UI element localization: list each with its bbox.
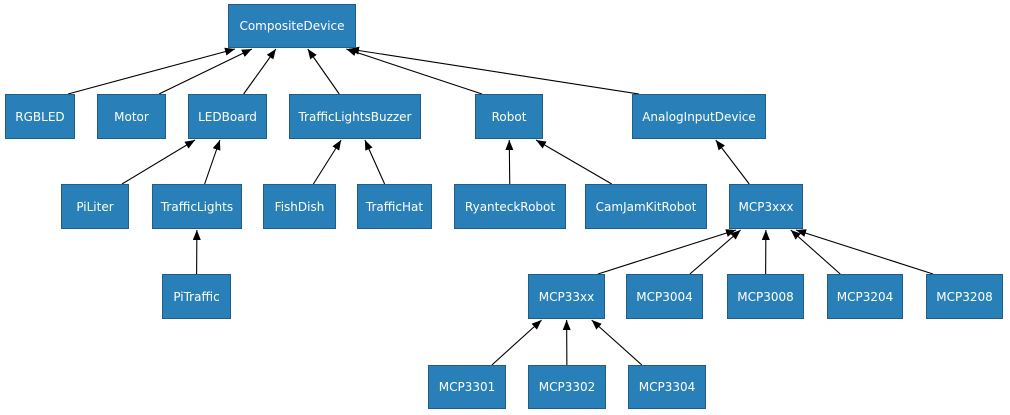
class-node-MCP3204[interactable]: MCP3204 bbox=[827, 274, 903, 319]
inheritance-edge-TrafficHat-to-TrafficLightsBuzzer bbox=[364, 139, 386, 185]
class-node-PiLiter[interactable]: PiLiter bbox=[61, 184, 129, 229]
class-node-label: CamJamKitRobot bbox=[595, 199, 697, 214]
inheritance-edge-MCP3004-to-MCP3xxx bbox=[689, 229, 741, 275]
inheritance-edge-MCP3208-to-MCP3xxx bbox=[795, 229, 934, 275]
class-node-label: MCP3204 bbox=[836, 289, 894, 304]
class-node-MCP3008[interactable]: MCP3008 bbox=[727, 274, 804, 319]
class-node-label: MCP3008 bbox=[737, 289, 794, 304]
class-node-MCP3004[interactable]: MCP3004 bbox=[626, 274, 703, 319]
class-node-Robot[interactable]: Robot bbox=[475, 94, 543, 139]
class-node-label: MCP3004 bbox=[636, 289, 693, 304]
class-node-AnalogInputDevice[interactable]: AnalogInputDevice bbox=[632, 94, 766, 139]
class-node-label: Motor bbox=[114, 109, 149, 124]
class-node-MCP3208[interactable]: MCP3208 bbox=[926, 274, 1003, 319]
class-node-label: MCP3301 bbox=[438, 380, 496, 394]
inheritance-edge-RyanteckRobot-to-Robot bbox=[505, 139, 514, 185]
class-node-CamJamKitRobot[interactable]: CamJamKitRobot bbox=[585, 184, 707, 229]
class-node-label: TrafficLightsBuzzer bbox=[298, 109, 412, 124]
class-node-label: PiTraffic bbox=[173, 289, 220, 304]
class-node-label: MCP33xx bbox=[538, 289, 595, 304]
class-node-MCP3301[interactable]: MCP3301 bbox=[428, 365, 506, 409]
inheritance-edge-TrafficLightsBuzzer-to-CompositeDevice bbox=[307, 48, 340, 95]
inheritance-edge-MCP33xx-to-MCP3xxx bbox=[597, 229, 737, 275]
class-node-MCP3302[interactable]: MCP3302 bbox=[528, 365, 606, 409]
class-node-CompositeDevice[interactable]: CompositeDevice bbox=[228, 4, 356, 48]
class-node-MCP33xx[interactable]: MCP33xx bbox=[528, 274, 605, 319]
class-node-MCP3304[interactable]: MCP3304 bbox=[628, 365, 706, 409]
class-node-label: TrafficHat bbox=[365, 199, 424, 214]
class-node-label: RGBLED bbox=[15, 109, 65, 124]
inheritance-edge-MCP3xxx-to-AnalogInputDevice bbox=[715, 139, 750, 185]
class-node-TrafficLights[interactable]: TrafficLights bbox=[152, 184, 242, 229]
class-node-MCP3xxx[interactable]: MCP3xxx bbox=[729, 184, 803, 229]
class-node-label: CompositeDevice bbox=[239, 19, 345, 33]
inheritance-edge-MCP3204-to-MCP3xxx bbox=[790, 229, 841, 275]
inheritance-edge-FishDish-to-TrafficLightsBuzzer bbox=[312, 139, 342, 185]
class-node-label: TrafficLights bbox=[160, 199, 234, 214]
class-node-label: LEDBoard bbox=[198, 109, 257, 124]
class-node-PiTraffic[interactable]: PiTraffic bbox=[162, 274, 231, 319]
class-node-TrafficLightsBuzzer[interactable]: TrafficLightsBuzzer bbox=[289, 94, 421, 139]
class-node-RyanteckRobot[interactable]: RyanteckRobot bbox=[454, 184, 566, 229]
class-node-label: MCP3302 bbox=[538, 380, 596, 394]
class-node-RGBLED[interactable]: RGBLED bbox=[5, 94, 75, 139]
class-node-label: MCP3xxx bbox=[738, 199, 794, 214]
inheritance-edge-CamJamKitRobot-to-Robot bbox=[535, 139, 613, 185]
class-node-TrafficHat[interactable]: TrafficHat bbox=[357, 184, 432, 229]
class-node-label: FishDish bbox=[274, 199, 325, 214]
class-node-label: AnalogInputDevice bbox=[642, 109, 756, 124]
inheritance-edge-AnalogInputDevice-to-CompositeDevice bbox=[348, 46, 640, 95]
inheritance-edge-RGBLED-to-CompositeDevice bbox=[67, 47, 236, 95]
class-node-label: MCP3208 bbox=[936, 289, 993, 304]
inheritance-edge-MCP3304-to-MCP33xx bbox=[591, 319, 643, 366]
class-node-FishDish[interactable]: FishDish bbox=[263, 184, 336, 229]
inheritance-edge-LEDBoard-to-CompositeDevice bbox=[243, 48, 277, 95]
inheritance-edge-Robot-to-CompositeDevice bbox=[346, 48, 483, 95]
class-node-label: MCP3304 bbox=[638, 380, 696, 394]
inheritance-edge-MCP3301-to-MCP33xx bbox=[491, 319, 542, 366]
class-node-label: RyanteckRobot bbox=[464, 199, 556, 214]
inheritance-edge-PiLiter-to-LEDBoard bbox=[121, 139, 196, 185]
inheritance-edge-Motor-to-CompositeDevice bbox=[158, 48, 253, 95]
class-node-label: Robot bbox=[491, 109, 527, 124]
class-node-LEDBoard[interactable]: LEDBoard bbox=[188, 94, 267, 139]
class-node-label: PiLiter bbox=[76, 199, 114, 214]
inheritance-edge-TrafficLights-to-LEDBoard bbox=[204, 139, 221, 185]
class-node-Motor[interactable]: Motor bbox=[97, 94, 166, 139]
